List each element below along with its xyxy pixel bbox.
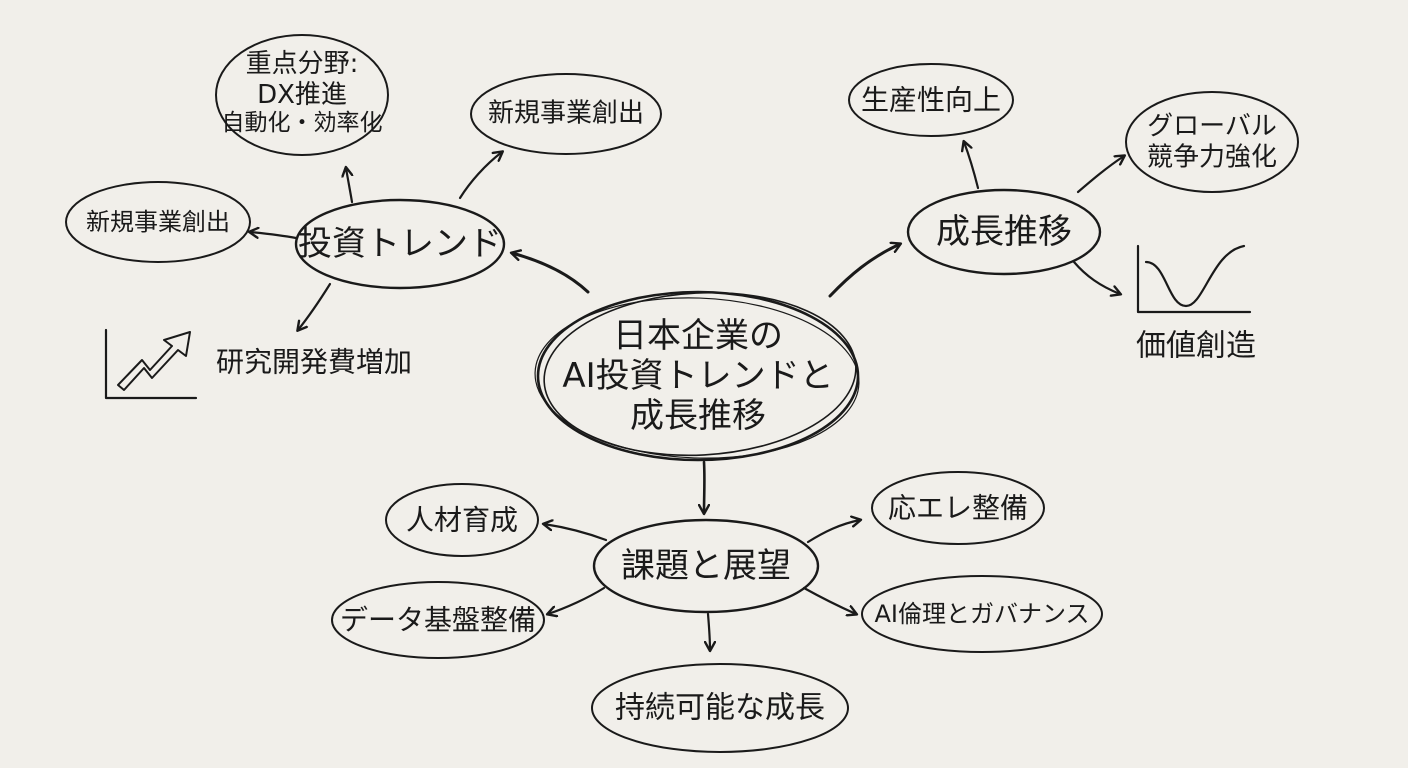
arrow-issues-to-talent (544, 524, 608, 542)
arrow-issues-to-ethics (802, 586, 856, 614)
focus-line-2: DX推進 (257, 79, 347, 110)
global-line-1: グローバル (1147, 111, 1277, 142)
value-curve-icon (1136, 244, 1252, 314)
issues-node: 課題と展望 (621, 545, 791, 586)
arrow-growth-to-productivity (964, 142, 980, 190)
rd-spending-label: 研究開発費増加 (215, 345, 413, 379)
data-infra-node: データ基盤整備 (339, 603, 537, 637)
sustainable-growth-node: 持続可能な成長 (615, 690, 825, 726)
productivity-node: 生産性向上 (860, 83, 1002, 117)
central-title-line-1: 日本企業の (612, 315, 783, 356)
investment-node: 投資トレンド (298, 223, 502, 264)
ai-ethics-node: AI倫理とガバナンス (874, 599, 1090, 628)
talent-node: 人材育成 (405, 503, 519, 537)
value-creation-label: 価値創造 (1136, 328, 1256, 364)
central-title-line-3: 成長推移 (629, 396, 766, 437)
arrow-issues-to-data (548, 586, 606, 614)
new-business-right-node: 新規事業創出 (487, 98, 645, 129)
focus-node: 重点分野: DX推進 自動化・効率化 (222, 49, 383, 137)
issues-node-outline (592, 518, 820, 614)
productivity-node-outline (848, 63, 1014, 137)
new-business-left-node: 新規事業創出 (86, 207, 230, 236)
central-node-outline (534, 290, 860, 462)
rising-trend-icon (104, 328, 198, 400)
focus-line-3: 自動化・効率化 (221, 110, 383, 137)
global-line-2: 競争力強化 (1146, 142, 1278, 172)
focus-node-outline (215, 34, 389, 156)
central-title-line-2: AI投資トレンドと (562, 355, 834, 396)
growth-node: 成長推移 (936, 211, 1072, 252)
focus-line-1: 重点分野: (245, 48, 359, 79)
arrow-investment-to-new-business-right (458, 152, 502, 200)
arrow-issues-to-infra (806, 520, 860, 544)
ethics-node-outline (861, 575, 1103, 653)
infra-node-outline (871, 471, 1045, 545)
infra-node: 応エレ整備 (887, 491, 1029, 525)
arrow-growth-to-global (1076, 156, 1124, 194)
global-node: グローバル 競争力強化 (1147, 111, 1277, 172)
central-node: 日本企業の AI投資トレンドと 成長推移 (562, 316, 833, 436)
arrow-center-to-growth (828, 244, 900, 298)
arrow-issues-to-sustainable (708, 612, 710, 650)
investment-node-outline (294, 198, 506, 290)
arrow-center-to-investment (512, 253, 590, 294)
growth-node-outline (906, 188, 1102, 276)
arrow-investment-to-rd (298, 282, 332, 330)
new-business-left-outline (65, 181, 251, 263)
arrow-growth-to-value (1072, 260, 1120, 294)
talent-node-outline (385, 483, 539, 557)
data-node-outline (331, 581, 545, 659)
global-node-outline (1125, 91, 1299, 193)
new-business-right-outline (470, 73, 662, 155)
arrow-investment-to-new-business-left (250, 232, 298, 240)
sustainable-node-outline (591, 663, 849, 753)
arrow-investment-to-focus (346, 168, 352, 204)
